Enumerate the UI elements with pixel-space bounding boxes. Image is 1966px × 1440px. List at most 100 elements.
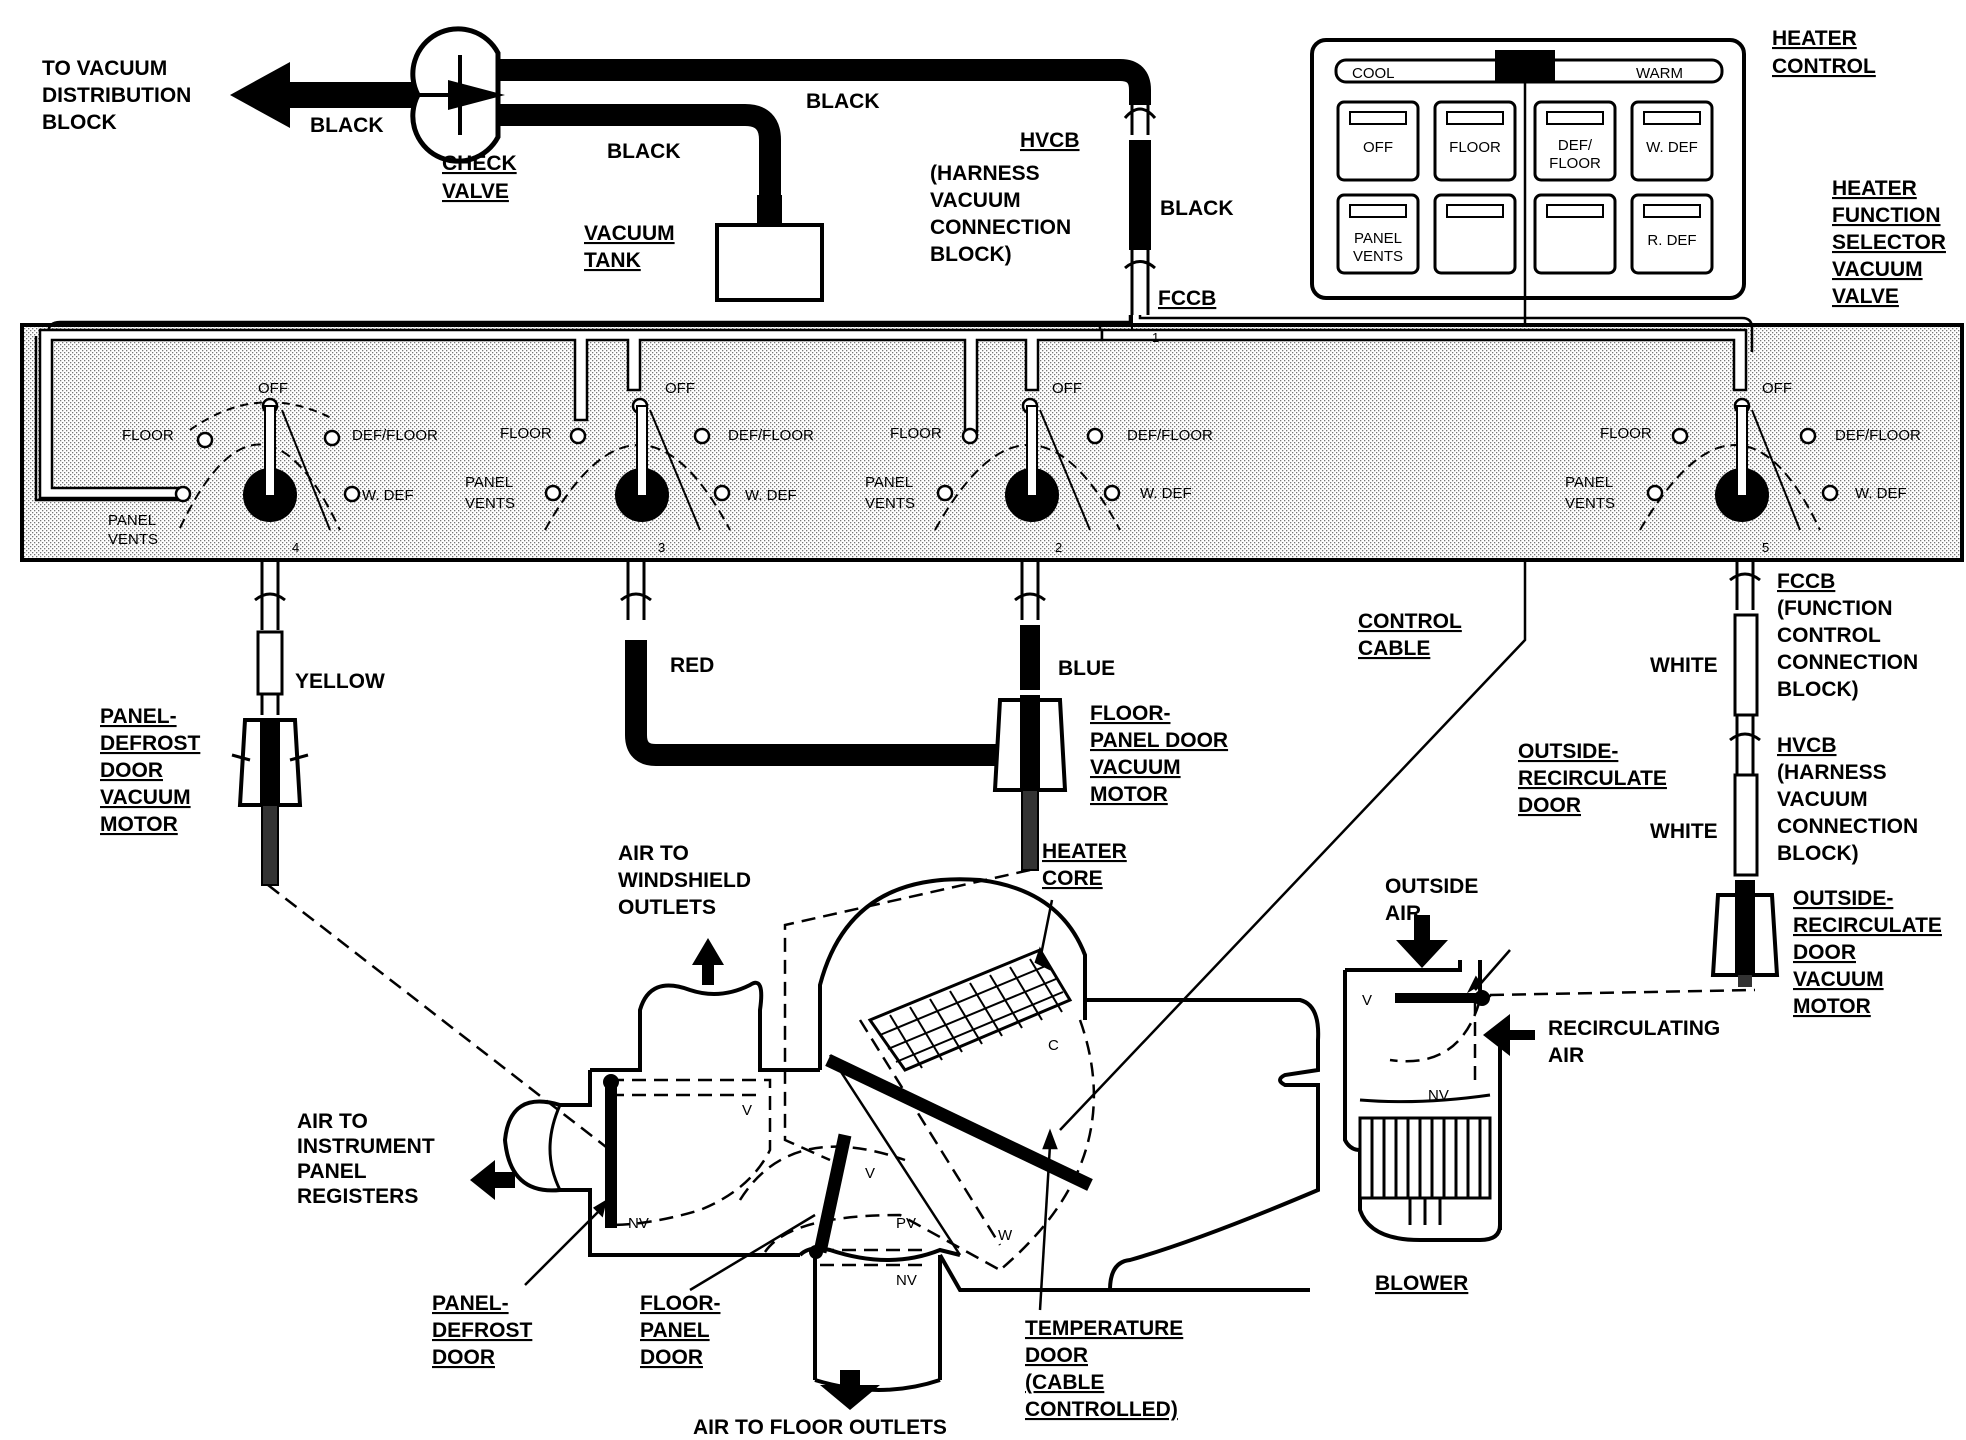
svg-text:BLUE: BLUE	[1058, 657, 1115, 680]
svg-text:VACUUM: VACUUM	[100, 786, 191, 809]
svg-text:BLACK: BLACK	[806, 90, 880, 113]
svg-text:VENTS: VENTS	[865, 495, 915, 512]
doors	[603, 990, 1490, 1259]
svg-text:DOOR: DOOR	[640, 1346, 703, 1369]
svg-text:1: 1	[1152, 330, 1159, 345]
blue-vacuum-line	[1014, 560, 1046, 690]
svg-text:(HARNESS: (HARNESS	[930, 162, 1040, 185]
control-button-off[interactable]: OFF	[1336, 100, 1420, 182]
svg-text:PV: PV	[896, 1215, 916, 1232]
control-button-floor[interactable]: FLOOR	[1433, 100, 1517, 182]
cool-label: COOL	[1352, 65, 1395, 82]
svg-text:FLOOR: FLOOR	[1600, 425, 1652, 442]
svg-text:CONTROLLED): CONTROLLED)	[1025, 1398, 1178, 1421]
svg-text:AIR: AIR	[1385, 902, 1421, 925]
control-button-panel-vents[interactable]: PANEL VENTS	[1336, 193, 1420, 275]
control-button-def-floor[interactable]: DEF/ FLOOR	[1533, 100, 1617, 182]
vacuum-source: T	[230, 26, 1157, 315]
svg-text:DISTRIBUTION: DISTRIBUTION	[42, 84, 191, 107]
svg-text:CONTROL: CONTROL	[1777, 624, 1881, 647]
svg-text:OFF: OFF	[1052, 380, 1082, 397]
svg-text:TANK: TANK	[584, 249, 641, 272]
control-button-w-def[interactable]: W. DEF	[1630, 100, 1714, 182]
svg-text:HVCB: HVCB	[1020, 129, 1080, 152]
svg-text:OFF: OFF	[1762, 380, 1792, 397]
leader-lines	[524, 899, 1511, 1311]
svg-text:VENTS: VENTS	[108, 531, 158, 548]
svg-text:OUTSIDE: OUTSIDE	[1385, 875, 1478, 898]
svg-text:2: 2	[1055, 540, 1062, 555]
selector-valve: OFF FLOOR DEF/FLOOR PANEL VENTS W. DEF 4…	[20, 315, 1964, 562]
svg-text:DEFROST: DEFROST	[100, 732, 201, 755]
valve-section-5: OFF FLOOR DEF/FLOOR PANEL VENTS W. DEF 5	[1565, 380, 1921, 555]
svg-text:HEATER: HEATER	[1772, 27, 1857, 50]
svg-text:NV: NV	[896, 1272, 917, 1289]
svg-text:HEATER: HEATER	[1832, 177, 1917, 200]
svg-text:RECIRCULATING: RECIRCULATING	[1548, 1017, 1720, 1040]
control-button-r-def[interactable]: R. DEF	[1630, 193, 1714, 275]
svg-text:CONNECTION: CONNECTION	[1777, 815, 1918, 838]
svg-text:TEMPERATURE: TEMPERATURE	[1025, 1317, 1183, 1340]
svg-text:BLOWER: BLOWER	[1375, 1272, 1468, 1295]
svg-text:AIR TO FLOOR OUTLETS: AIR TO FLOOR OUTLETS	[693, 1416, 947, 1439]
svg-text:VENTS: VENTS	[465, 495, 515, 512]
svg-text:DEFROST: DEFROST	[432, 1319, 533, 1342]
svg-text:FLOOR-: FLOOR-	[1090, 702, 1170, 725]
svg-text:WHITE: WHITE	[1650, 820, 1718, 843]
svg-text:DOOR: DOOR	[1793, 941, 1856, 964]
svg-text:REGISTERS: REGISTERS	[297, 1185, 418, 1208]
svg-text:FLOOR: FLOOR	[1449, 139, 1501, 156]
hvac-case	[267, 868, 1756, 1392]
svg-text:CABLE: CABLE	[1358, 637, 1430, 660]
svg-text:T: T	[262, 83, 274, 105]
svg-text:CONTROL: CONTROL	[1772, 55, 1876, 78]
svg-text:HEATER: HEATER	[1042, 840, 1127, 863]
yellow-vacuum-line	[254, 560, 286, 715]
outside-recirc-vacuum-motor	[1710, 880, 1780, 987]
svg-text:AIR: AIR	[1548, 1044, 1584, 1067]
svg-text:INSTRUMENT: INSTRUMENT	[297, 1135, 435, 1158]
svg-text:DOOR: DOOR	[1025, 1344, 1088, 1367]
svg-text:PANEL: PANEL	[108, 512, 156, 529]
svg-text:FCCB: FCCB	[1158, 287, 1216, 310]
svg-text:V: V	[1362, 992, 1372, 1009]
heater-core-grid	[867, 948, 1073, 1072]
control-button-blank-1[interactable]	[1433, 193, 1517, 275]
svg-text:VACUUM: VACUUM	[1793, 968, 1884, 991]
svg-text:W. DEF: W. DEF	[1646, 139, 1698, 156]
heater-control-panel: COOL WARM OFF FLOOR DEF/ FLOOR W. DEF	[1310, 38, 1746, 300]
svg-text:FUNCTION: FUNCTION	[1832, 204, 1941, 227]
svg-text:VENTS: VENTS	[1565, 495, 1615, 512]
svg-text:(CABLE: (CABLE	[1025, 1371, 1104, 1394]
svg-text:3: 3	[658, 540, 665, 555]
svg-text:(HARNESS: (HARNESS	[1777, 761, 1887, 784]
svg-text:BLACK: BLACK	[1160, 197, 1234, 220]
labels: TO VACUUM DISTRIBUTION BLOCK BLACK CHECK…	[42, 27, 1946, 1439]
svg-text:FLOOR: FLOOR	[500, 425, 552, 442]
svg-text:BLACK: BLACK	[607, 140, 681, 163]
svg-text:RED: RED	[670, 654, 714, 677]
svg-text:AIR TO: AIR TO	[618, 842, 689, 865]
svg-text:V: V	[865, 1165, 875, 1182]
svg-text:VALVE: VALVE	[1832, 285, 1899, 308]
control-button-blank-2[interactable]	[1533, 193, 1617, 275]
svg-text:VACUUM: VACUUM	[1090, 756, 1181, 779]
panel-defrost-vacuum-motor	[231, 718, 309, 886]
floor-panel-vacuum-motor	[992, 695, 1068, 871]
svg-text:PANEL: PANEL	[1565, 474, 1613, 491]
white-vacuum-line	[1729, 560, 1761, 877]
valve-section-3: OFF FLOOR DEF/FLOOR PANEL VENTS W. DEF 3	[465, 380, 814, 555]
svg-text:CORE: CORE	[1042, 867, 1103, 890]
svg-text:PANEL-: PANEL-	[432, 1292, 509, 1315]
svg-text:(FUNCTION: (FUNCTION	[1777, 597, 1892, 620]
svg-text:DEF/FLOOR: DEF/FLOOR	[352, 427, 438, 444]
svg-text:MOTOR: MOTOR	[1090, 783, 1168, 806]
svg-text:CHECK: CHECK	[442, 152, 517, 175]
svg-text:BLOCK): BLOCK)	[930, 243, 1012, 266]
svg-text:DEF/: DEF/	[1558, 137, 1593, 154]
svg-text:V: V	[742, 1102, 752, 1119]
svg-text:OUTSIDE-: OUTSIDE-	[1793, 887, 1893, 910]
red-vacuum-line	[620, 560, 1005, 766]
svg-text:FLOOR-: FLOOR-	[640, 1292, 720, 1315]
